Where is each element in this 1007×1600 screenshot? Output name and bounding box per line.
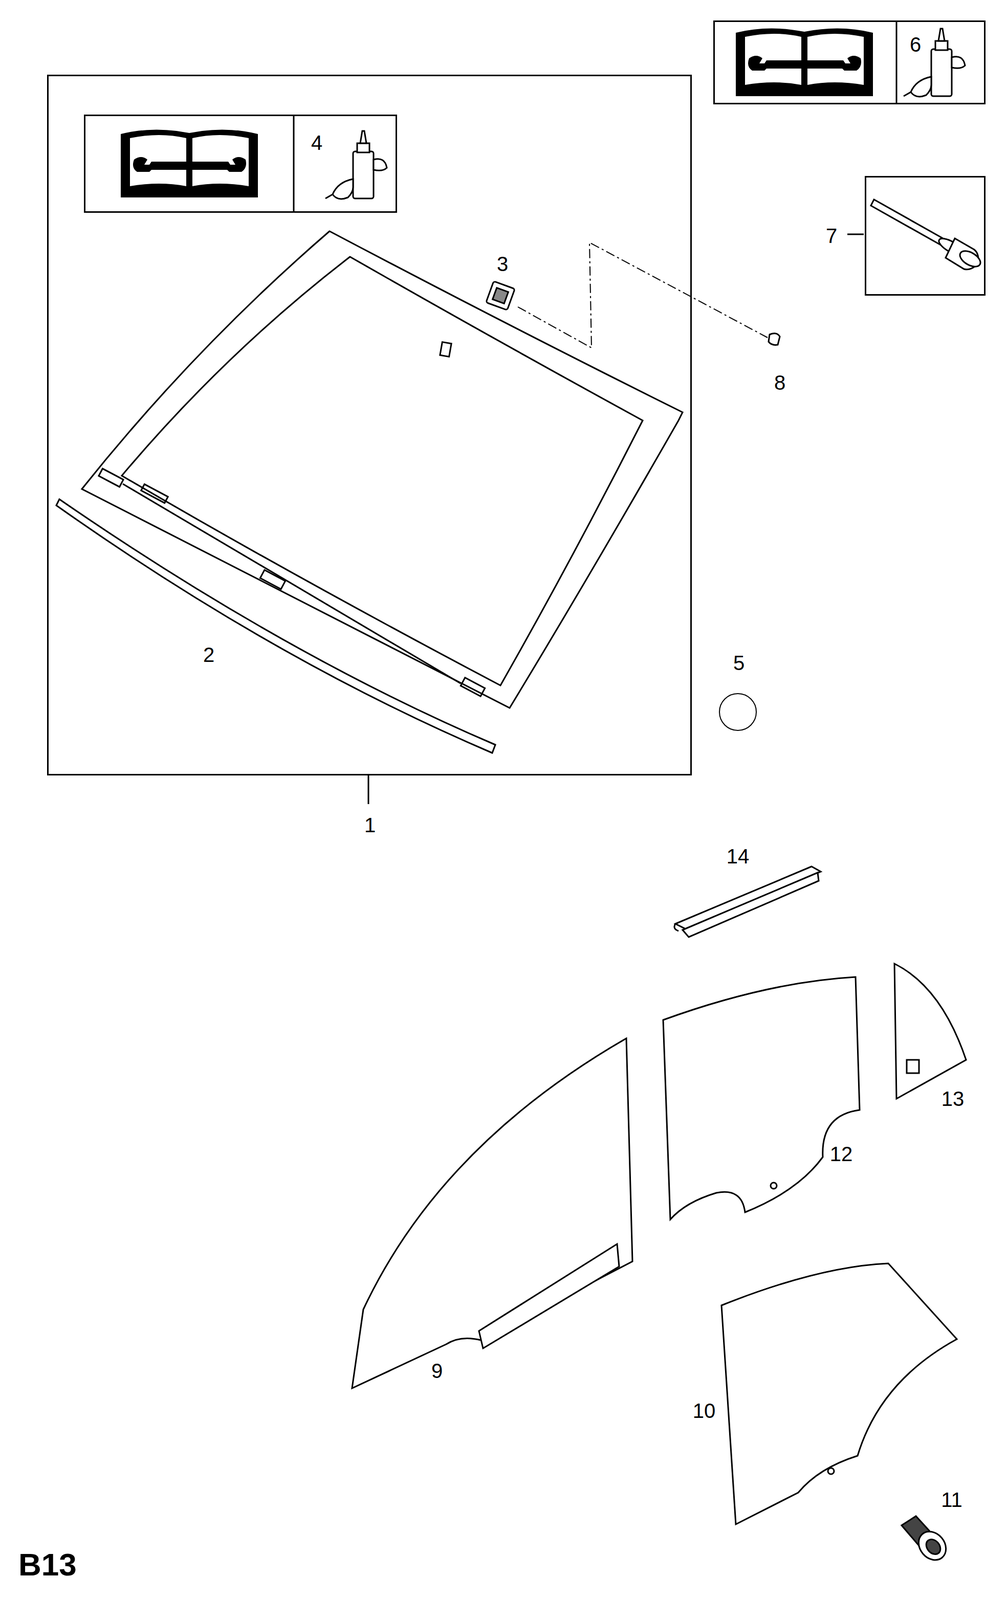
callout-number: 13: [941, 1088, 965, 1110]
callout-number: 7: [825, 225, 838, 247]
manual-icon: [735, 28, 873, 97]
part-box: 4: [83, 114, 398, 213]
door-glass: [721, 1263, 957, 1525]
adhesive-icon: [903, 28, 966, 97]
rivet: [870, 199, 983, 270]
sensor: [486, 281, 515, 311]
callout-number: 5: [733, 652, 745, 674]
callout-number: 9: [431, 1361, 443, 1382]
manual-icon: [120, 129, 258, 198]
door-glass: [352, 1038, 633, 1389]
divider: [895, 20, 898, 105]
leader-line: [847, 233, 864, 236]
callout-number: 8: [774, 372, 786, 393]
page-code: B13: [18, 1549, 77, 1582]
leader-line: [367, 775, 370, 805]
seal-strip: [674, 866, 821, 938]
callout-number: 1: [364, 815, 376, 836]
callout-number: 2: [203, 644, 215, 666]
part-box: 7: [864, 176, 986, 296]
callout-number: 3: [496, 253, 509, 275]
callout-number: 11: [940, 1490, 963, 1511]
glass-stop: [901, 1516, 952, 1566]
door-glass: [663, 977, 860, 1220]
quarter-glass: [894, 964, 967, 1100]
callout-number: 12: [829, 1144, 853, 1165]
adhesive-dot: [719, 693, 757, 731]
windshield: [81, 231, 683, 709]
adhesive-icon: [325, 130, 387, 200]
divider: [293, 114, 295, 213]
clip: [768, 333, 780, 346]
assembly-box: 14: [47, 74, 692, 776]
callout-number: 4: [311, 132, 323, 153]
callout-number: 10: [692, 1400, 716, 1422]
moulding-strip: [56, 499, 496, 754]
leader-line: [517, 242, 768, 348]
part-box: 6: [713, 20, 986, 105]
callout-number: 6: [909, 34, 922, 55]
callout-number: 14: [726, 846, 750, 867]
